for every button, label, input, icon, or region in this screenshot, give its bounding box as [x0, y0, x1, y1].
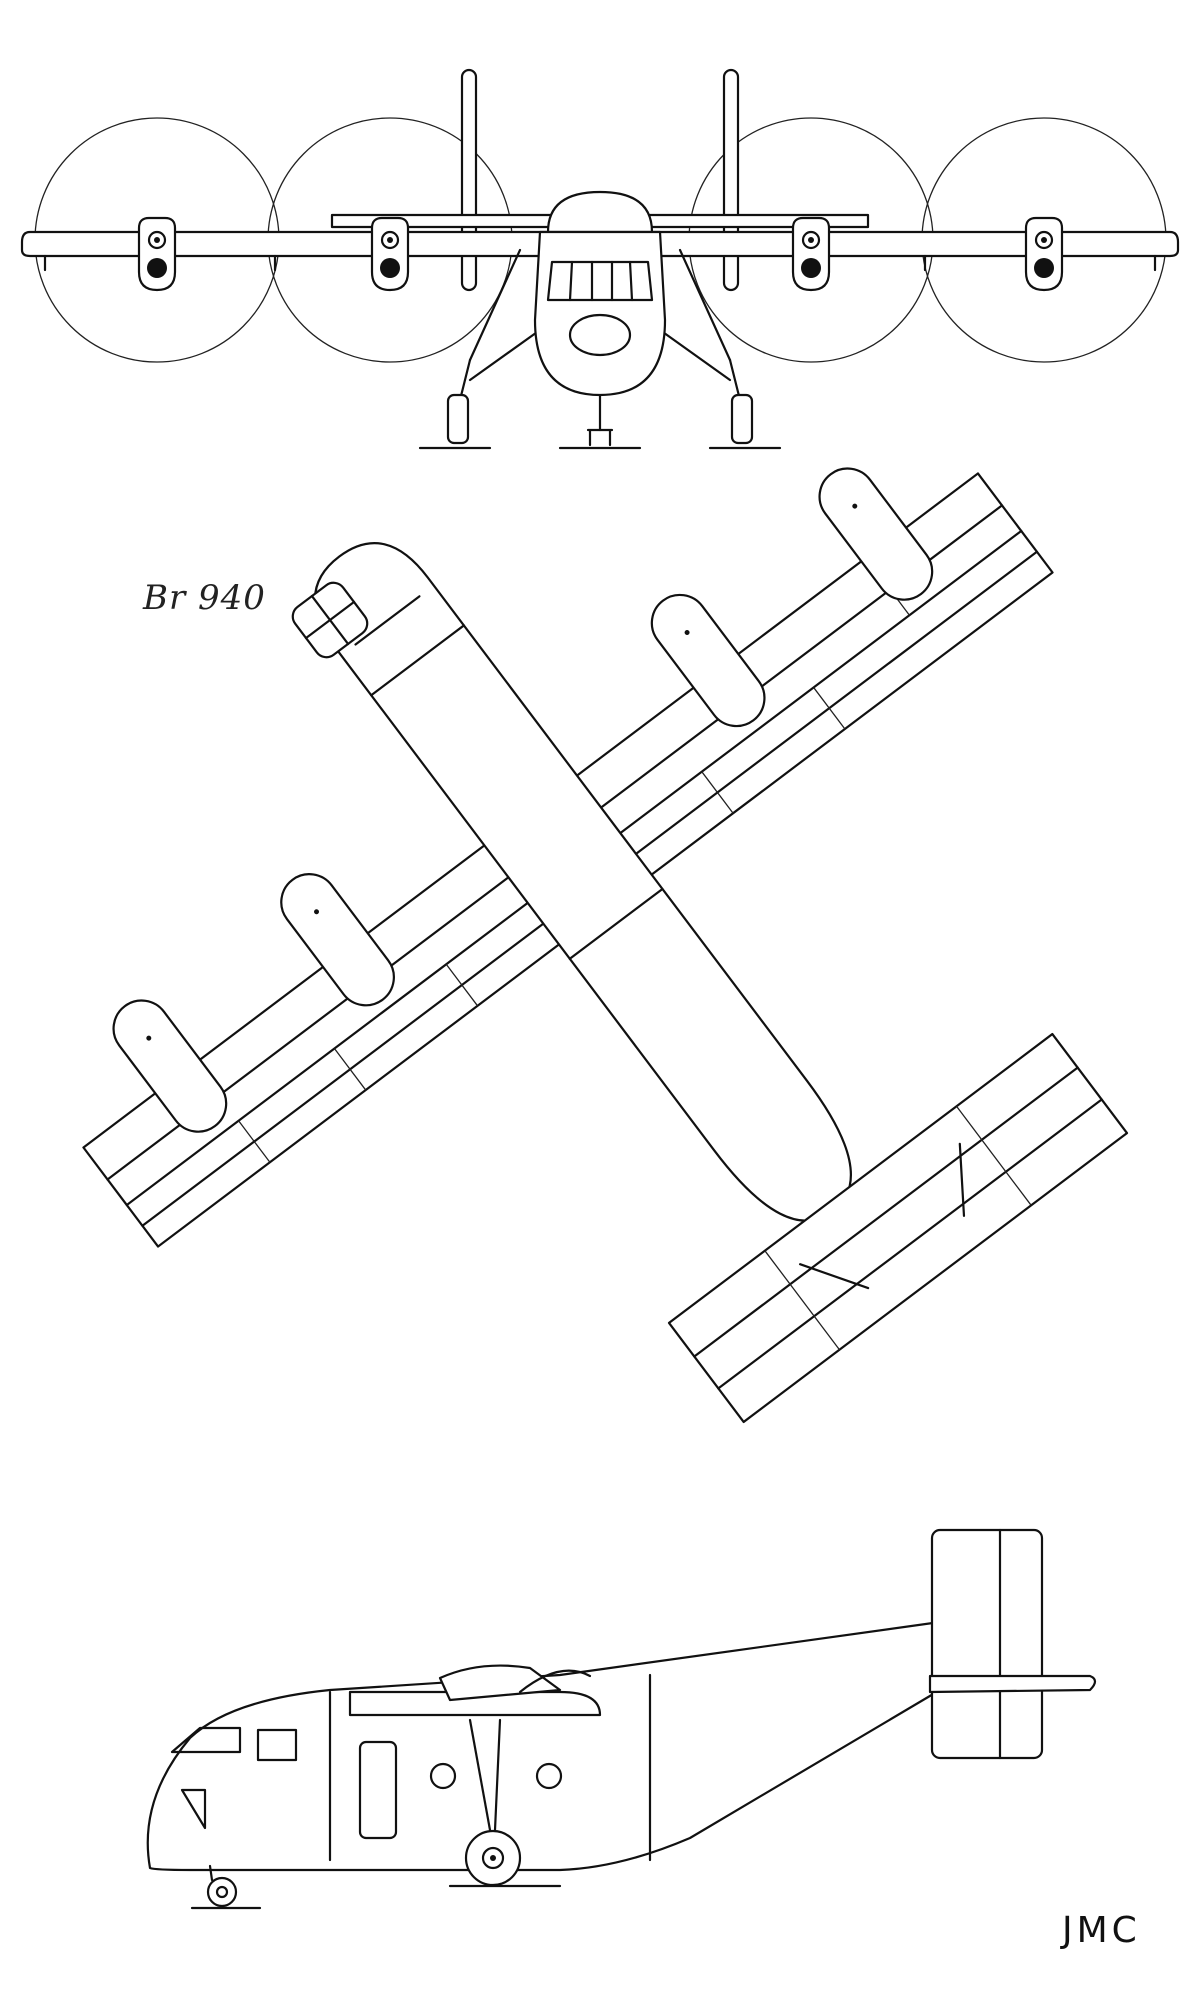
side-tail-fin — [930, 1528, 1044, 1760]
side-porthole-1 — [429, 1762, 457, 1790]
side-porthole-2 — [535, 1762, 563, 1790]
cockpit-windows — [546, 260, 654, 302]
engine-nacelles — [137, 216, 1064, 292]
fuselage-front — [533, 230, 667, 397]
model-label: Br 940 — [143, 578, 266, 618]
top-nacelles — [112, 467, 934, 1133]
front-landing-gear — [418, 248, 782, 450]
side-cockpit-windows — [170, 1726, 298, 1830]
front-view — [20, 68, 1180, 450]
side-nose-gear — [190, 1864, 262, 1910]
top-fuselage — [313, 542, 852, 1222]
side-main-gear — [448, 1718, 562, 1888]
top-view — [82, 467, 1129, 1424]
credit-label: JMC — [1062, 1910, 1141, 1951]
side-nacelle — [438, 1664, 562, 1702]
nose-radome — [568, 313, 632, 357]
side-fuselage — [146, 1620, 1034, 1872]
side-door — [358, 1740, 398, 1840]
top-cockpit — [291, 581, 369, 659]
side-tailplane — [928, 1674, 1097, 1694]
canopy-dome — [546, 190, 654, 234]
side-wing — [348, 1690, 602, 1717]
side-view — [146, 1528, 1097, 1910]
top-tailplane — [667, 1032, 1129, 1424]
